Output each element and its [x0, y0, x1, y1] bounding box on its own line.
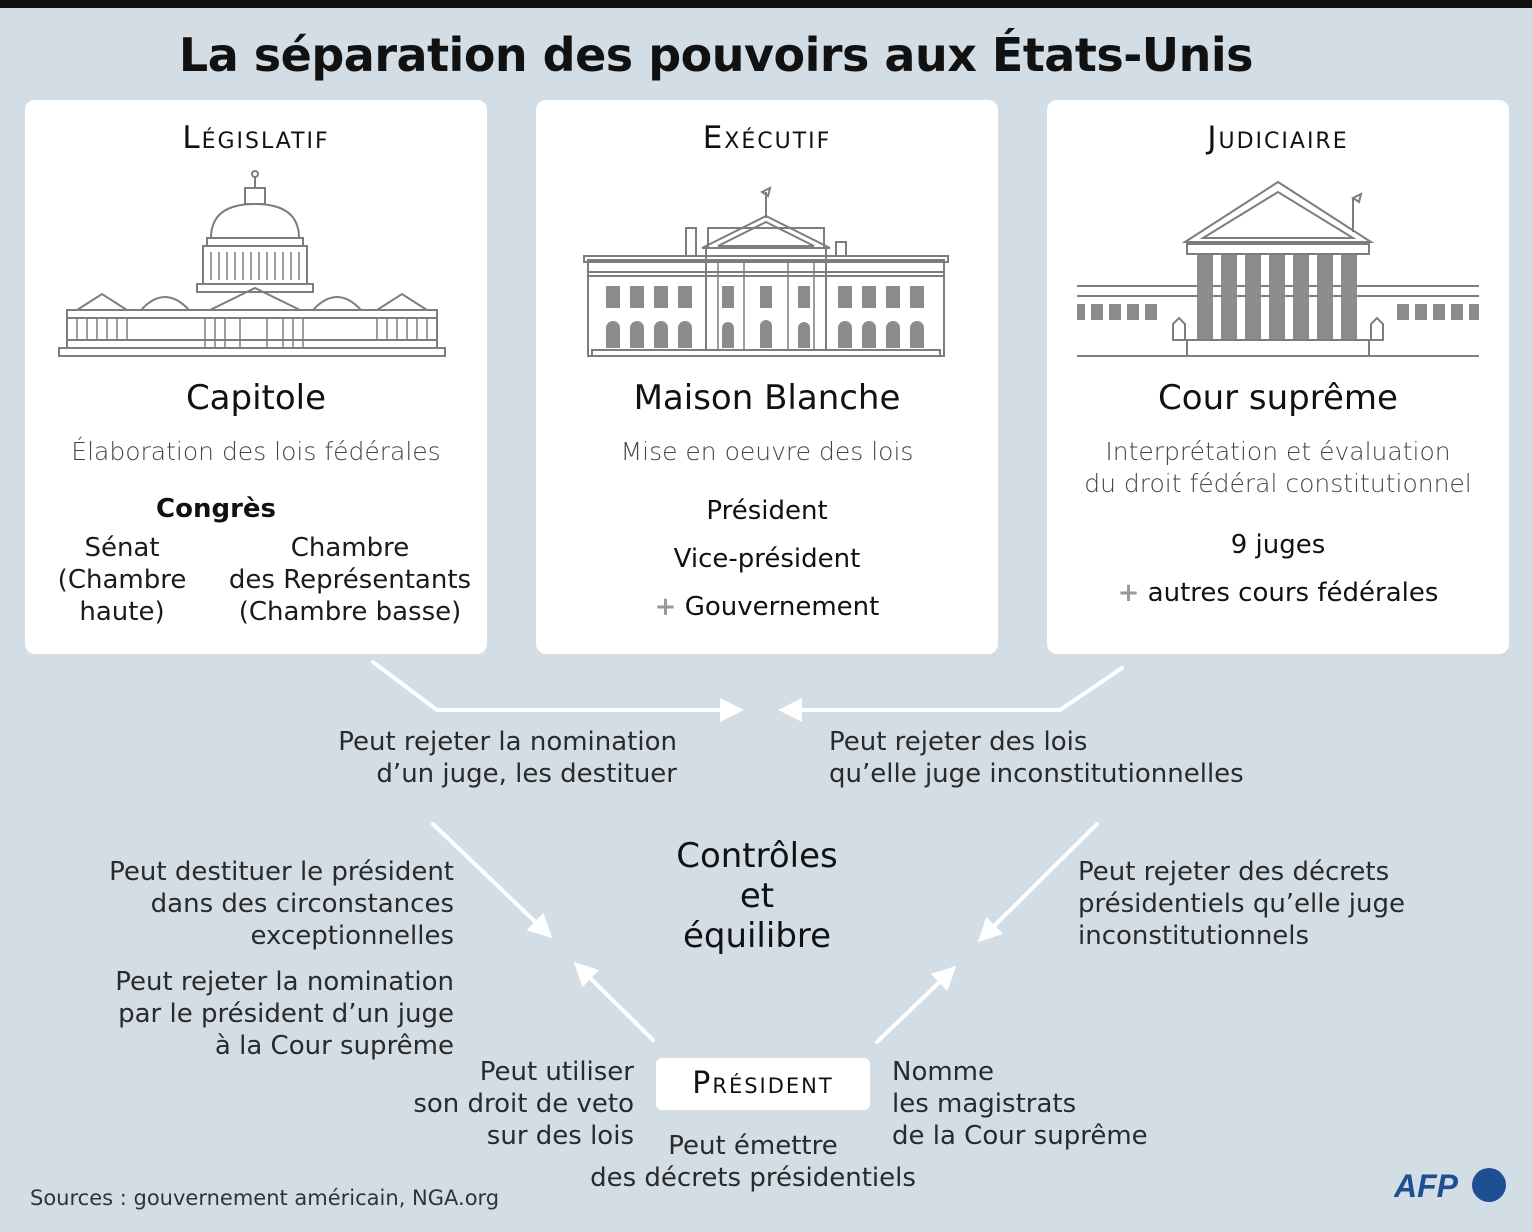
executive-extra: + Gouvernement [536, 592, 998, 622]
center-line: Contrôles [676, 836, 838, 876]
label-line: les magistrats [892, 1089, 1077, 1119]
house-line: (Chambre basse) [238, 597, 462, 627]
arrow-legislative-to-judicial [371, 660, 744, 722]
congress-label: Congrès [156, 494, 276, 524]
label-line: Peut rejeter la nomination [115, 967, 454, 997]
label-line: de la Cour suprême [892, 1121, 1148, 1151]
executive-card: Exécutif Maison Blanche Mi [536, 100, 998, 654]
label-pres-decrees: Peut émettre des décrets présidentiels [580, 1130, 926, 1194]
executive-description: Mise en oeuvre des lois [620, 437, 914, 466]
label-line: qu’elle juge inconstitutionnelles [829, 759, 1244, 789]
top-rule [0, 0, 1532, 8]
legislative-heading: Législatif [182, 120, 330, 156]
house-line: des Représentants [228, 565, 472, 595]
judicial-members: 9 juges [1230, 530, 1326, 560]
center-line: et [739, 876, 775, 916]
judicial-name: Cour suprême [1158, 378, 1398, 418]
label-line: à la Cour suprême [214, 1031, 454, 1061]
arrow-president-to-legislative [573, 961, 655, 1042]
senate-line: (Chambre [57, 565, 187, 595]
sources-note: Sources : gouvernement américain, NGA.or… [30, 1186, 500, 1210]
legislative-name: Capitole [185, 378, 327, 418]
label-jud-to-pres: Peut rejeter des décrets présidentiels q… [1078, 856, 1478, 952]
afp-logo: AFP [1394, 1168, 1506, 1204]
senate-line: haute) [79, 597, 165, 627]
judicial-extra-label: autres cours fédérales [1147, 578, 1439, 608]
plus-icon: + [654, 592, 677, 622]
capitol-building-icon [58, 170, 446, 357]
legislative-description: Élaboration des lois fédérales [71, 437, 441, 466]
label-pres-appoints: Nomme les magistrats de la Cour suprême [892, 1056, 1182, 1152]
center-line: équilibre [682, 916, 832, 956]
label-line: Peut rejeter la nomination [338, 727, 677, 757]
afp-logo-text: AFP [1394, 1168, 1459, 1204]
label-line: exceptionnelles [250, 921, 454, 951]
label-line: Peut utiliser [479, 1057, 634, 1087]
judicial-description: Interprétation et évaluation du droit fé… [1047, 436, 1509, 500]
label-line: par le président d’un juge [118, 999, 454, 1029]
label-leg-to-jud: Peut rejeter la nomination d’un juge, le… [260, 726, 677, 790]
plus-icon: + [1117, 578, 1140, 608]
judicial-description-line: du droit fédéral constitutionnel [1084, 469, 1472, 498]
page-title: La séparation des pouvoirs aux États-Uni… [178, 28, 1254, 82]
judicial-description-line: Interprétation et évaluation [1105, 437, 1451, 466]
label-line: son droit de veto [413, 1089, 634, 1119]
supreme-court-building-icon [1077, 180, 1479, 357]
arrow-judicial-to-legislative [778, 666, 1124, 722]
judicial-card: Judiciaire Cour suprême Interprétation e… [1047, 100, 1509, 654]
executive-member: Vice-président [673, 544, 861, 574]
senate-block: Sénat (Chambre haute) [45, 532, 199, 628]
label-line: Peut émettre [668, 1131, 838, 1161]
judicial-heading: Judiciaire [1207, 120, 1349, 156]
label-line: sur des lois [486, 1121, 634, 1151]
label-line: dans des circonstances [150, 889, 454, 919]
label-leg-nomination: Peut rejeter la nomination par le présid… [60, 966, 454, 1062]
label-pres-veto: Peut utiliser son droit de veto sur des … [380, 1056, 634, 1152]
judicial-extra: + autres cours fédérales [1047, 578, 1509, 608]
house-block: Chambre des Représentants (Chambre basse… [215, 532, 485, 628]
label-line: Nomme [892, 1057, 995, 1087]
label-line: des décrets présidentiels [590, 1163, 916, 1193]
legislative-card: Législatif Capi [25, 100, 487, 654]
arrow-president-to-judicial [875, 965, 957, 1044]
white-house-icon [583, 186, 949, 357]
executive-extra-label: Gouvernement [684, 592, 880, 622]
house-line: Chambre [290, 533, 410, 563]
label-line: inconstitutionnels [1078, 921, 1310, 951]
label-line: présidentiels qu’elle juge [1078, 889, 1405, 919]
label-line: Peut rejeter des décrets [1078, 857, 1390, 887]
label-line: Peut rejeter des lois [829, 727, 1088, 757]
checks-and-balances-label: Contrôles et équilibre [640, 836, 874, 956]
label-jud-to-leg: Peut rejeter des lois qu’elle juge incon… [829, 726, 1269, 790]
executive-member: Président [706, 496, 828, 526]
president-box: Président [656, 1058, 870, 1110]
senate-line: Sénat [84, 533, 160, 563]
executive-name: Maison Blanche [633, 378, 901, 418]
label-line: Peut destituer le président [109, 857, 454, 887]
label-leg-to-pres: Peut destituer le président dans des cir… [60, 856, 454, 952]
label-line: d’un juge, les destituer [376, 759, 677, 789]
executive-heading: Exécutif [702, 120, 832, 156]
